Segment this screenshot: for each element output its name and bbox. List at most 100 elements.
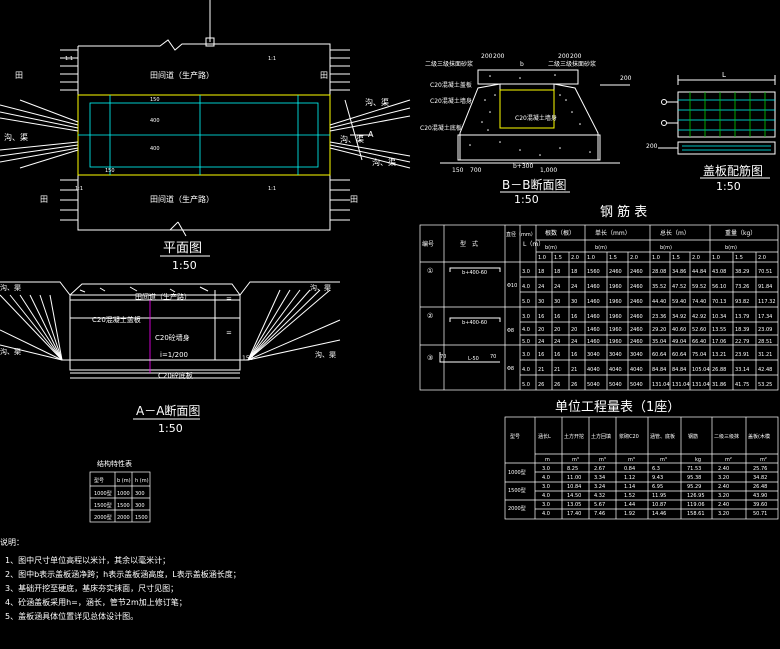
- rebar-cell-7-6: 84.84: [652, 367, 666, 373]
- rebar-cell-6-10: 23.91: [735, 352, 749, 358]
- rebar-title: 钢 筋 表: [600, 204, 647, 220]
- struct-header-1: b (m): [117, 478, 131, 484]
- plan-ditch-right-2: 沟、渠: [340, 134, 364, 144]
- rebar-cell-2-10: 93.82: [735, 299, 749, 305]
- rebar-cell-2-1: 30: [554, 299, 560, 305]
- cover-title: 盖板配筋图: [703, 163, 763, 178]
- rebar-cell-8-2: 26: [571, 382, 577, 388]
- rebar-cell-5-7: 49.04: [672, 339, 686, 345]
- rebar-cell-8-11: 53.25: [758, 382, 772, 388]
- bb-label-1: 二级三级抹面砂浆: [425, 60, 473, 68]
- rebar-cell-1-9: 56.10: [712, 284, 726, 290]
- rebar-sub-val-8: 2.0: [692, 255, 700, 261]
- rebar-h-weight: 重量（kg）: [725, 229, 756, 237]
- rebar-cell-1-2: 24: [571, 284, 577, 290]
- qty-cell-3-2: 1.52: [624, 493, 635, 499]
- aa-layer1: C20混凝土盖板: [92, 315, 141, 324]
- qty-cell-1-6: 34.82: [753, 475, 767, 481]
- plan-dim-2: 400: [150, 118, 160, 124]
- struct-title: 结构特性表: [97, 459, 132, 468]
- rebar-cell-1-8: 59.52: [692, 284, 706, 290]
- rebar-cell-1-4: 1960: [609, 284, 622, 290]
- rebar-cell-1-0: 24: [538, 284, 544, 290]
- rebar-cell-0-7: 34.86: [672, 269, 686, 275]
- qty-header-6: 钢筋: [688, 433, 698, 440]
- aa-scale: 1:50: [158, 422, 183, 435]
- qty-cell-2-3: 6.95: [652, 484, 663, 490]
- rebar-cell-8-7: 131.04: [672, 382, 690, 388]
- rebar-cell-6-8: 75.04: [692, 352, 706, 358]
- qty-unit-7: m²: [760, 457, 767, 463]
- qty-unit-3: m³: [628, 457, 635, 463]
- rebar-cell-2-6: 44.40: [652, 299, 666, 305]
- rebar-cell-2-2: 30: [571, 299, 577, 305]
- qty-cell-4-0: 13.05: [567, 502, 581, 508]
- rebar-cell-8-10: 41.75: [735, 382, 749, 388]
- qty-cell-5-6: 50.71: [753, 511, 767, 517]
- struct-cell-0-1: 1000: [117, 491, 130, 497]
- rebar-cell-4-8: 52.60: [692, 327, 706, 333]
- rebar-row-l-6: 3.0: [522, 352, 530, 358]
- rebar-row-no-3: ②: [427, 312, 433, 320]
- section-bb: 二级三级抹面砂浆 二级三级抹面砂浆 C20混凝土盖板 C20混凝土墙身 C20混…: [420, 53, 632, 206]
- aa-ditch-right: 沟、渠: [310, 283, 331, 292]
- aa-mark-1: =: [226, 295, 232, 303]
- rebar-cell-7-8: 105.04: [692, 367, 710, 373]
- plan-section-mark: A: [368, 130, 374, 139]
- rebar-row-no-6: ③: [427, 354, 433, 362]
- rebar-h-dia: 直径（mm）: [506, 231, 536, 238]
- rebar-cell-0-0: 18: [538, 269, 544, 275]
- rebar-cell-3-2: 16: [571, 314, 577, 320]
- struct-cell-2-1: 2000: [117, 515, 130, 521]
- rebar-sub-b-2: b(m): [660, 245, 672, 251]
- rebar-sub-val-11: 2.0: [758, 255, 766, 261]
- cover-dim-h: 200: [646, 143, 658, 150]
- rebar-cell-0-5: 2460: [630, 269, 643, 275]
- rebar-cell-2-4: 1960: [609, 299, 622, 305]
- rebar-cell-4-11: 23.09: [758, 327, 772, 333]
- plan-ditch-right-3: 沟、渠: [372, 157, 396, 167]
- bb-label-2: C20混凝土盖板: [430, 81, 472, 89]
- rebar-cell-3-1: 16: [554, 314, 560, 320]
- qty-cell-1-4: 95.38: [687, 475, 701, 481]
- plan-ratio-4: 1:1: [268, 186, 276, 192]
- aa-dim: 150: [242, 355, 254, 362]
- rebar-cell-7-2: 21: [571, 367, 577, 373]
- bb-title: B－B断面图: [502, 177, 566, 192]
- rebar-cell-2-7: 59.40: [672, 299, 686, 305]
- rebar-cell-2-9: 70.13: [712, 299, 726, 305]
- aa-title: A－A断面图: [136, 403, 200, 418]
- qty-l-1: 4.0: [542, 475, 550, 481]
- plan-dim-4: 150: [105, 168, 115, 174]
- section-aa: 沟、渠 沟、渠 沟、渠 沟、渠 田间道（生产路） C20混凝土盖板 C20砼墙身…: [0, 281, 341, 435]
- qty-header-2: 土方开挖: [564, 433, 584, 440]
- note-1: 1、图中尺寸单位高程以米计，其余以毫米计；: [5, 555, 170, 565]
- rebar-shape-3: L-50: [468, 356, 479, 362]
- qty-unit-5: kg: [695, 457, 701, 463]
- bb-scale: 1:50: [514, 193, 539, 206]
- rebar-cell-3-8: 42.92: [692, 314, 706, 320]
- qty-cell-1-5: 3.20: [718, 475, 729, 481]
- rebar-row-l-7: 4.0: [522, 367, 530, 373]
- qty-cell-2-4: 95.29: [687, 484, 701, 490]
- rebar-row-dia-3: Φ8: [507, 328, 514, 334]
- qty-header-1: 涵长L: [538, 433, 551, 440]
- note-5: 5、盖板涵具体位置详见总体设计图。: [5, 611, 138, 621]
- rebar-cell-3-10: 13.79: [735, 314, 749, 320]
- qty-header-8: 盖板(木模: [748, 433, 770, 440]
- rebar-cell-7-1: 21: [554, 367, 560, 373]
- qty-cell-0-1: 2.67: [594, 466, 605, 472]
- rebar-cell-3-11: 17.34: [758, 314, 772, 320]
- plan-ratio-3: 1:1: [75, 186, 83, 192]
- qty-cell-4-2: 1.44: [624, 502, 635, 508]
- rebar-cell-7-7: 84.84: [672, 367, 686, 373]
- rebar-cell-3-0: 16: [538, 314, 544, 320]
- rebar-cell-8-6: 131.04: [652, 382, 670, 388]
- cover-dim-l: L: [722, 71, 726, 79]
- rebar-cell-4-7: 40.60: [672, 327, 686, 333]
- qty-cell-3-1: 4.32: [594, 493, 605, 499]
- rebar-cell-0-1: 18: [554, 269, 560, 275]
- struct-cell-2-2: 1500: [135, 515, 148, 521]
- rebar-h-count: 根数（根）: [545, 229, 575, 237]
